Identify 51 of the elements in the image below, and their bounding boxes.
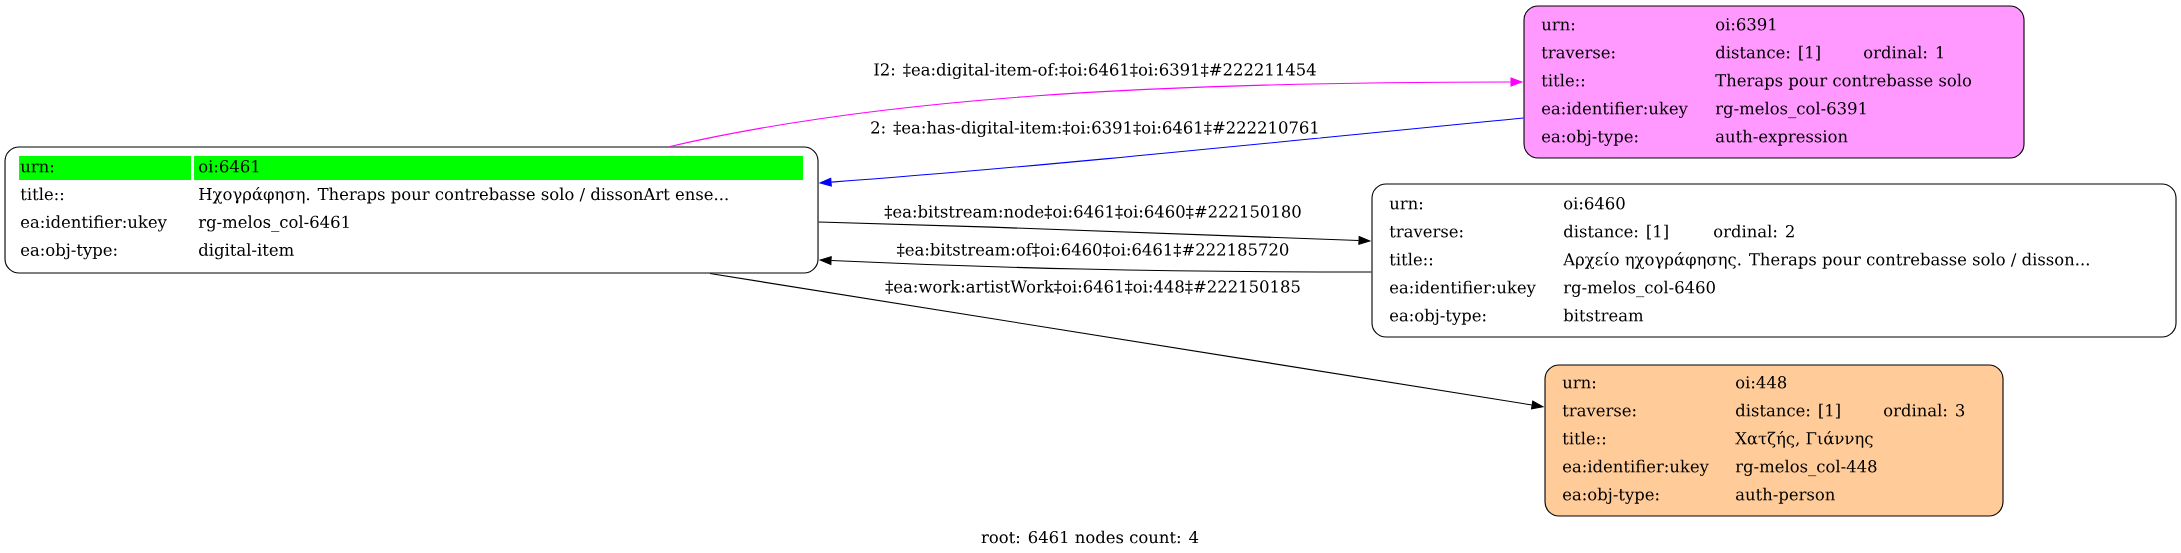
field-value: ordinal: 3: [1884, 403, 1965, 417]
record-box: [1371, 183, 2177, 338]
field-label: title::: [20, 187, 64, 201]
field-label: title::: [1389, 252, 1433, 266]
field-value: oi:448: [1736, 376, 1787, 389]
caption: root: 6461 nodes count: 4: [981, 530, 1199, 544]
field-value: Αρχείο ηχογράφησης. Theraps pour contrebasse solo / disson...: [1563, 252, 2089, 269]
field-value: rg-melos_col-448: [1735, 459, 1877, 477]
edge-label: 2: ‡ea:has-digital-item:‡oi:6391‡oi:6461‡#222210761: [869, 120, 1321, 138]
edge-label: I2: ‡ea:digital-item-of:‡oi:6461‡oi:6391‡#222211454: [872, 62, 1318, 80]
record-box: [1544, 364, 2004, 517]
field-value: ordinal: 2: [1714, 224, 1794, 238]
field-value: bitstream: [1563, 308, 1644, 322]
edge-label: ‡ea:bitstream:node‡oi:6461‡oi:6460‡#222150180: [883, 204, 1303, 220]
field-label: traverse:: [1562, 405, 1636, 417]
field-value: distance: [1]: [1736, 403, 1840, 419]
edge-label: ‡ea:bitstream:of‡oi:6460‡oi:6461‡#222185720: [896, 242, 1290, 258]
field-value: rg-melos_col-6461: [198, 215, 349, 232]
record-box: [4, 146, 819, 274]
field-value: distance: [1]: [1564, 224, 1668, 240]
field-label: traverse:: [1389, 226, 1463, 238]
field-value: Theraps pour contrebasse solo: [1715, 73, 1972, 90]
field-label: urn:: [1389, 200, 1423, 210]
field-value: Ηχογράφηση. Theraps pour contrebasse solo / dissonArt ense...: [199, 186, 728, 204]
field-value: distance: [1]: [1716, 45, 1820, 61]
field-label: ea:identifier:ukey: [1390, 280, 1536, 297]
field-label: ea:obj-type:: [1390, 308, 1486, 325]
field-label: title::: [1562, 431, 1606, 445]
field-value: Χατζής, Γιάννης: [1735, 431, 1873, 448]
field-value: ordinal: 1: [1864, 45, 1943, 59]
field-label: ea:obj-type:: [21, 243, 117, 260]
field-label: traverse:: [1541, 47, 1615, 59]
field-label: ea:obj-type:: [1563, 487, 1659, 504]
field-label: urn:: [1562, 379, 1596, 389]
field-value: rg-melos_col-6460: [1563, 280, 1715, 298]
field-label: ea:identifier:ukey: [1563, 459, 1709, 476]
field-value: auth-person: [1736, 487, 1835, 504]
field-value: digital-item: [199, 243, 294, 260]
field-value: oi:6460: [1564, 197, 1625, 210]
field-label: ea:identifier:ukey: [1542, 101, 1688, 118]
field-label: urn:: [1541, 21, 1575, 31]
field-label: title::: [1541, 73, 1585, 87]
field-label: ea:obj-type:: [1542, 129, 1638, 146]
field-label: ea:identifier:ukey: [21, 215, 167, 232]
edge-label: ‡ea:work:artistWork‡oi:6461‡oi:448‡#222150185: [884, 279, 1302, 295]
record-box: [1523, 5, 2025, 159]
field-value: oi:6461: [194, 156, 803, 180]
field-label: urn:: [19, 156, 191, 180]
field-value: auth-expression: [1716, 129, 1848, 146]
field-value: rg-melos_col-6391: [1715, 101, 1866, 119]
field-value: oi:6391: [1716, 18, 1776, 31]
